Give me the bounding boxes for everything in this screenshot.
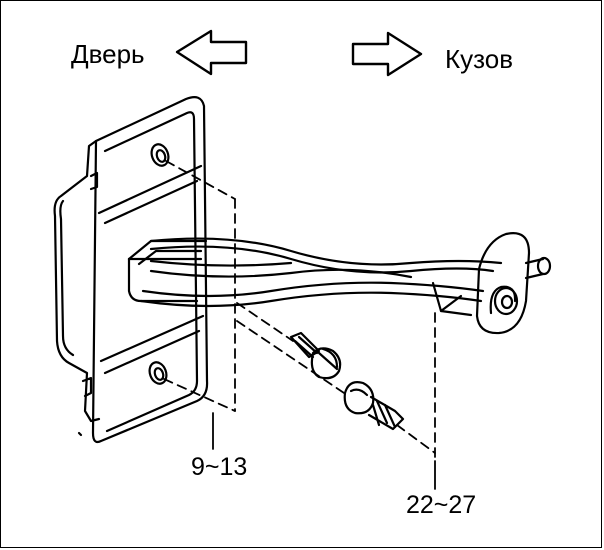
speck-mark — [77, 431, 83, 437]
torque-label-body-bolts: 22~27 — [406, 491, 477, 519]
arrow-left-outline-icon — [175, 29, 248, 76]
stopper-housing — [127, 239, 208, 303]
body-bracket — [475, 232, 552, 335]
label-body: Кузов — [445, 44, 514, 74]
label-door: Дверь — [71, 39, 145, 69]
torque-label-door-bolts: 9~13 — [191, 453, 248, 481]
check-strap-arm — [139, 237, 503, 317]
door-bolt-upper — [289, 331, 342, 380]
body-bolt-lower — [343, 381, 405, 431]
arrow-right-outline-icon — [351, 31, 423, 77]
alignment-leader-lines — [163, 160, 436, 462]
door-bracket — [53, 96, 209, 444]
torque-leader-lines — [212, 412, 436, 490]
